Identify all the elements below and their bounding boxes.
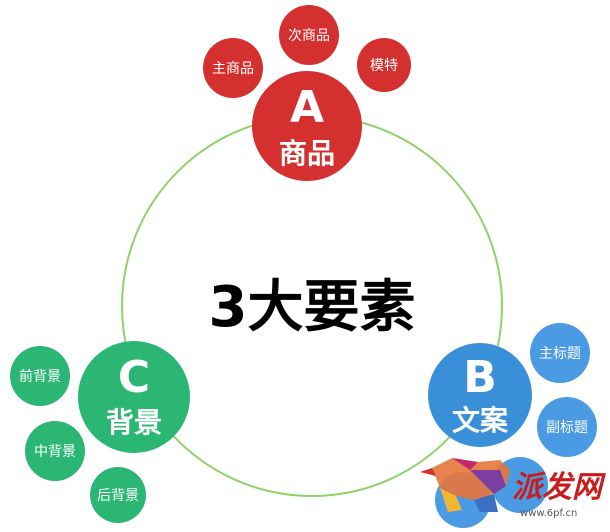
node-a-small-3: [357, 38, 411, 92]
node-c-small-1: [10, 346, 70, 406]
node-c-small-2-label: 中背景: [34, 444, 76, 460]
node-c: 前背景 中背景 后背景 C 背景: [10, 341, 190, 523]
watermark: 派发网 www.6pf.cn: [420, 458, 606, 519]
watermark-brand: 派发网: [512, 470, 606, 505]
node-c-main: [78, 341, 190, 453]
node-a-small-3-label: 模特: [370, 58, 398, 74]
node-a: 主商品 次商品 模特 A 商品: [203, 5, 411, 181]
node-b-main: [428, 343, 532, 447]
node-c-letter: C: [118, 352, 150, 403]
node-c-small-1-label: 前背景: [19, 368, 61, 385]
node-a-small-1-label: 主商品: [212, 61, 254, 77]
node-c-small-3-label: 后背景: [97, 488, 139, 504]
node-b-small-2: [537, 397, 597, 457]
node-a-small-2: [279, 5, 339, 65]
node-a-small-1: [203, 38, 263, 98]
node-a-main: [252, 71, 362, 181]
node-c-word: 背景: [106, 406, 162, 439]
center-label: 3大要素: [209, 275, 416, 340]
node-c-small-3: [90, 467, 146, 523]
node-a-letter: A: [290, 82, 324, 133]
node-a-word: 商品: [279, 137, 335, 170]
node-b-small-1-label: 主标题: [539, 346, 581, 362]
node-b: 主标题 副标题 B 文案: [428, 323, 597, 528]
node-a-small-2-label: 次商品: [288, 28, 330, 44]
watermark-url: www.6pf.cn: [520, 508, 577, 519]
node-b-word: 文案: [452, 404, 509, 437]
watermark-bull-icon: [420, 458, 510, 512]
node-b-small-2-label: 副标题: [546, 420, 588, 436]
node-b-letter: B: [463, 352, 497, 403]
node-c-small-2: [25, 421, 85, 481]
node-b-small-1: [530, 323, 590, 383]
